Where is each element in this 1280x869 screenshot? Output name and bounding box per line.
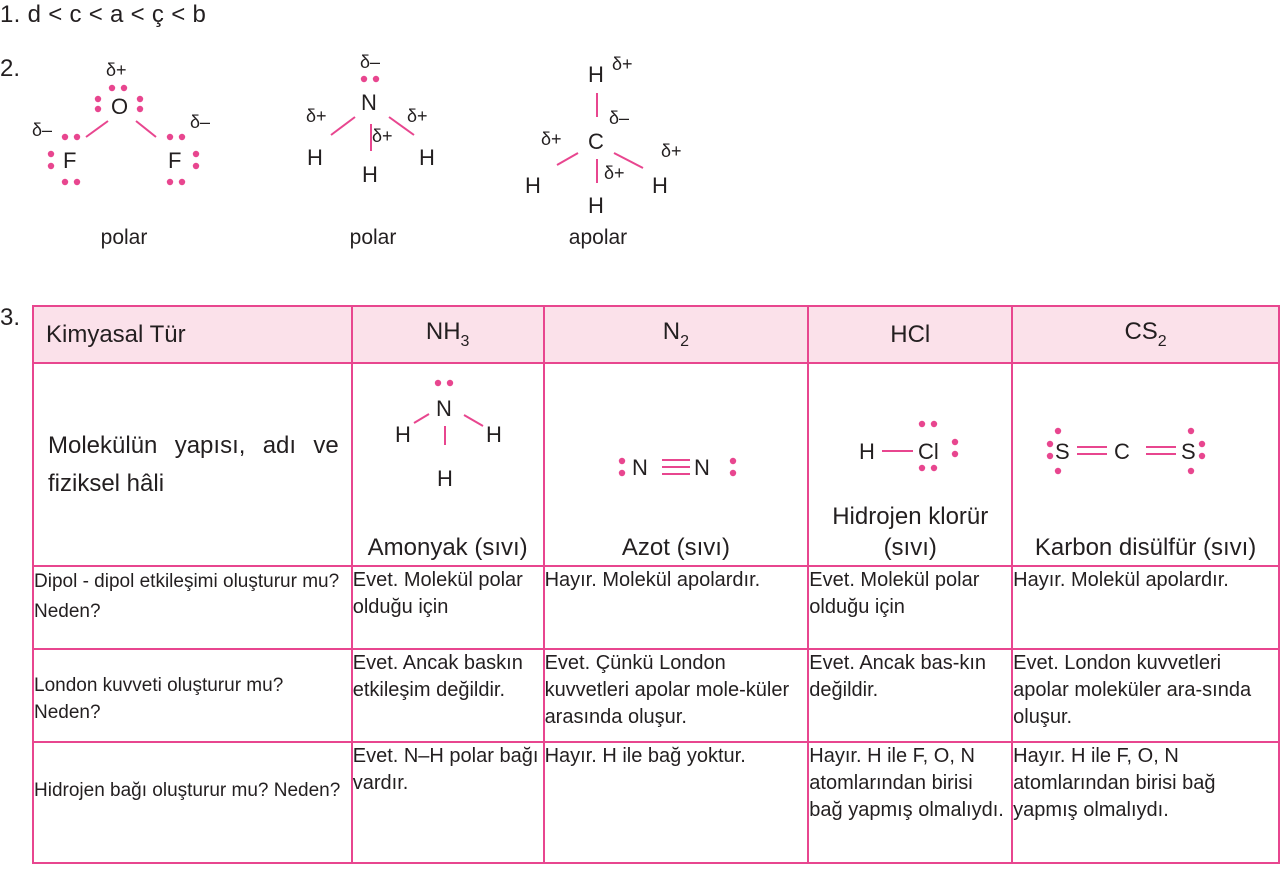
header-kimyasal-tur: Kimyasal Tür bbox=[32, 305, 353, 364]
atom-h-bottom: H bbox=[588, 193, 604, 218]
atom-s-right: S bbox=[1181, 439, 1196, 464]
cell-n2-structure: N N Azot (sıvı) bbox=[542, 362, 810, 567]
cell-nh3-hbond: Evet. N–H polar bağı vardır. bbox=[350, 741, 545, 864]
row-label-london: London kuvveti oluşturur mu? Neden? bbox=[32, 648, 353, 743]
atom-c: C bbox=[588, 129, 604, 154]
atom-n: N bbox=[436, 396, 452, 421]
atom-h: H bbox=[859, 439, 875, 464]
cell-nh3-dipole: Evet. Molekül polar olduğu için bbox=[350, 565, 545, 650]
table-row-structure: Molekülün yapısı, adı ve fiziksel hâli N… bbox=[32, 362, 1280, 567]
atom-h-right: H bbox=[652, 173, 668, 198]
atom-f-left: F bbox=[63, 148, 76, 173]
atom-n-left: N bbox=[632, 455, 648, 480]
atom-n: N bbox=[361, 90, 377, 115]
comparison-table: Kimyasal Tür NH3 N2 HCl CS2 Molekülün ya… bbox=[32, 305, 1280, 864]
of2-polarity: polar bbox=[101, 226, 148, 249]
charge-h-left: δ+ bbox=[306, 106, 327, 126]
charge-o: δ+ bbox=[106, 60, 127, 80]
atom-h-right: H bbox=[486, 422, 502, 447]
nh3-polarity: polar bbox=[350, 226, 397, 249]
atom-h-left: H bbox=[395, 422, 411, 447]
charge-h-bottom: δ+ bbox=[604, 163, 625, 183]
table-row-dipole: Dipol - dipol etkileşimi oluşturur mu? N… bbox=[32, 565, 1280, 650]
charge-h-right: δ+ bbox=[407, 106, 428, 126]
cell-cs2-structure: S C S Karbon disülfür (sıvı) bbox=[1011, 362, 1280, 567]
name-nh3: Amonyak (sıvı) bbox=[367, 534, 528, 561]
nh3-molecule: δ– N δ+ δ+ δ+ H H H polar bbox=[306, 52, 435, 249]
atom-o: O bbox=[111, 94, 128, 119]
header-hcl: HCl bbox=[807, 305, 1014, 364]
charge-h-left: δ+ bbox=[541, 129, 562, 149]
cell-nh3-london: Evet. Ancak baskın etkileşim değildir. bbox=[350, 648, 545, 743]
charge-f-right: δ– bbox=[190, 112, 210, 132]
name-hcl: Hidrojen klorür (sıvı) bbox=[832, 503, 989, 561]
name-cs2: Karbon disülfür (sıvı) bbox=[1034, 534, 1257, 561]
table-row-london: London kuvveti oluşturur mu? Neden? Evet… bbox=[32, 648, 1280, 743]
header-nh3: NH3 bbox=[350, 305, 545, 364]
atom-h-left: H bbox=[307, 145, 323, 170]
name-n2: Azot (sıvı) bbox=[621, 534, 730, 561]
cell-cs2-dipole: Hayır. Molekül apolardır. bbox=[1011, 565, 1280, 650]
charge-h-bottom: δ+ bbox=[372, 126, 393, 146]
charge-h-right: δ+ bbox=[661, 141, 682, 161]
header-n2: N2 bbox=[542, 305, 810, 364]
ch4-polarity: apolar bbox=[569, 226, 627, 249]
atom-h-top: H bbox=[588, 62, 604, 87]
atom-h-left: H bbox=[525, 173, 541, 198]
question-2-number: 2. bbox=[0, 55, 21, 82]
atom-s-left: S bbox=[1055, 439, 1070, 464]
table-row-hbond: Hidrojen bağı oluşturur mu? Neden? Evet.… bbox=[32, 741, 1280, 864]
cell-cs2-london: Evet. London kuvvetleri apolar moleküler… bbox=[1011, 648, 1280, 743]
cell-hcl-hbond: Hayır. H ile F, O, N atomlarından birisi… bbox=[807, 741, 1014, 864]
question-2-molecules: δ+ O δ– δ– F F polar δ– N δ+ δ+ δ+ H bbox=[32, 52, 682, 249]
atom-h-bottom: H bbox=[437, 466, 453, 491]
cell-hcl-dipole: Evet. Molekül polar olduğu için bbox=[807, 565, 1014, 650]
cell-hcl-structure: H Cl Hidrojen klorür (sıvı) bbox=[807, 362, 1014, 567]
cell-n2-london: Evet. Çünkü London kuvvetleri apolar mol… bbox=[542, 648, 810, 743]
atom-h-right: H bbox=[419, 145, 435, 170]
cell-cs2-hbond: Hayır. H ile F, O, N atomlarından birisi… bbox=[1011, 741, 1280, 864]
atom-h-bottom: H bbox=[362, 162, 378, 187]
of2-molecule: δ+ O δ– δ– F F polar bbox=[32, 60, 210, 249]
question-3-number: 3. bbox=[0, 304, 21, 331]
table-header-row: Kimyasal Tür NH3 N2 HCl CS2 bbox=[32, 305, 1280, 364]
row-label-structure: Molekülün yapısı, adı ve fiziksel hâli bbox=[32, 362, 353, 567]
charge-f-left: δ– bbox=[32, 120, 52, 140]
atom-c: C bbox=[1114, 439, 1130, 464]
lone-pairs-of2 bbox=[47, 84, 200, 186]
header-cs2: CS2 bbox=[1011, 305, 1280, 364]
atom-n-right: N bbox=[694, 455, 710, 480]
answer-1: 1. d < c < a < ç < b bbox=[0, 1, 207, 28]
cell-n2-dipole: Hayır. Molekül apolardır. bbox=[542, 565, 810, 650]
row-label-dipole: Dipol - dipol etkileşimi oluşturur mu? N… bbox=[32, 565, 353, 650]
charge-c: δ– bbox=[609, 108, 629, 128]
cell-nh3-structure: N H H H Amonyak (sıvı) bbox=[350, 362, 545, 567]
charge-h-top: δ+ bbox=[612, 54, 633, 74]
atom-cl: Cl bbox=[918, 439, 939, 464]
cell-hcl-london: Evet. Ancak bas-kın değildir. bbox=[807, 648, 1014, 743]
row-label-hbond: Hidrojen bağı oluşturur mu? Neden? bbox=[32, 741, 353, 864]
cell-n2-hbond: Hayır. H ile bağ yoktur. bbox=[542, 741, 810, 864]
atom-f-right: F bbox=[168, 148, 181, 173]
charge-n: δ– bbox=[360, 52, 380, 72]
ch4-molecule: H δ+ δ– δ+ C δ+ δ+ H H H apolar bbox=[525, 54, 682, 249]
